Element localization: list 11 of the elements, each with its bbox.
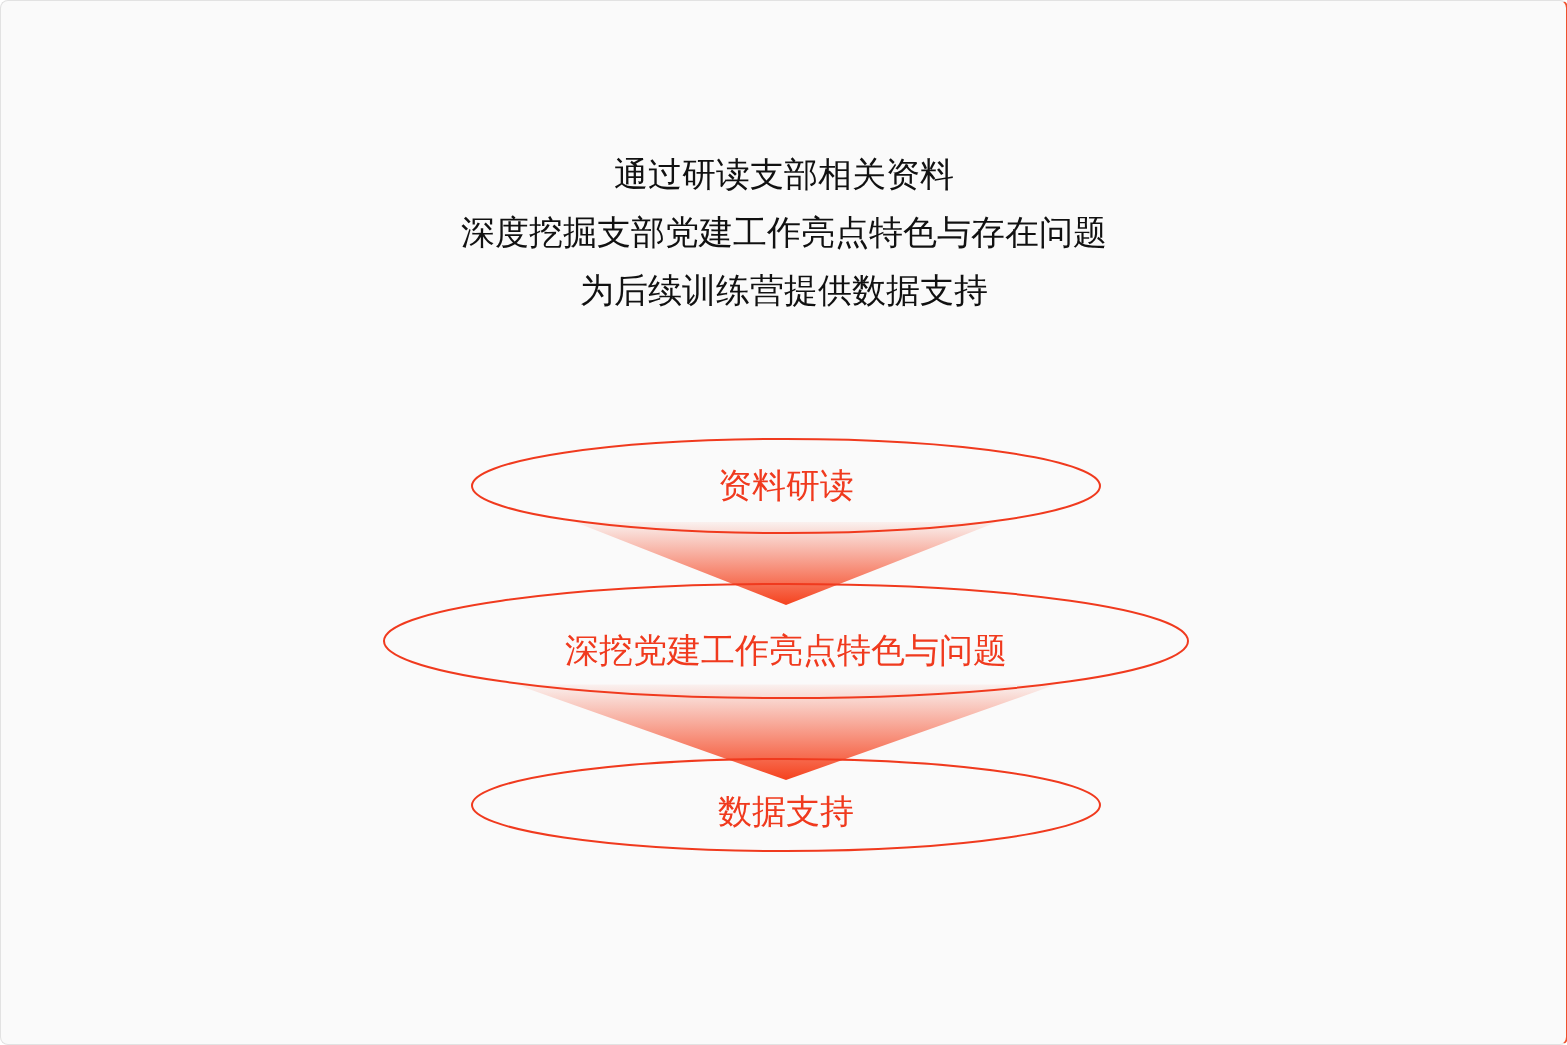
ellipse-node (471, 438, 1101, 534)
funnel-arrow (574, 522, 998, 605)
ellipse-node (471, 758, 1101, 852)
intro-text: 为后续训练营提供数据支持 (579, 269, 988, 312)
node-label: 数据支持 (718, 790, 854, 833)
intro-text: 通过研读支部相关资料 (613, 153, 954, 196)
funnel-arrow (516, 684, 1056, 780)
ellipse-node (383, 583, 1189, 699)
intro-text: 深度挖掘支部党建工作亮点特色与存在问题 (460, 211, 1107, 254)
node-label: 深挖党建工作亮点特色与问题 (565, 629, 1007, 672)
node-label: 资料研读 (718, 464, 854, 507)
